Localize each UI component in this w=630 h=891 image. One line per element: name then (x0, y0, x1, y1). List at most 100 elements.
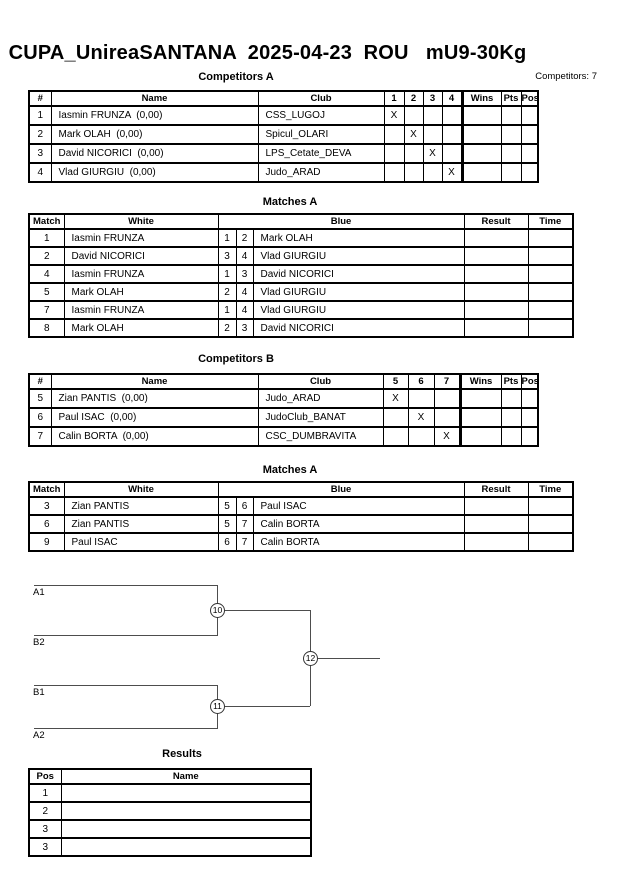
round-robin-mark (383, 162, 405, 183)
table-row: 4 Iasmin FRUNZA 1 3 David NICORICI (28, 264, 574, 284)
table-row: 3 Zian PANTIS 5 6 Paul ISAC (28, 496, 574, 516)
competitor-club: CSC_DUMBRAVITA (257, 426, 384, 447)
col-pos: Pos (520, 90, 539, 107)
round-robin-mark (441, 143, 463, 164)
time-cell (527, 514, 574, 534)
col-name: Name (50, 90, 259, 107)
white-seed: 2 (217, 282, 237, 302)
round-robin-mark: X (422, 143, 443, 164)
time-cell (527, 300, 574, 320)
blue-seed: 4 (235, 282, 254, 302)
table-row: 2 Mark OLAH (0,00) Spicul_OLARI X (28, 124, 539, 145)
result-cell (463, 282, 529, 302)
table-row: 9 Paul ISAC 6 7 Calin BORTA (28, 532, 574, 552)
bracket-node-12: 12 (303, 651, 318, 666)
result-cell (463, 532, 529, 552)
col-time: Time (527, 481, 574, 498)
col-white: White (63, 481, 219, 498)
round-robin-mark: X (383, 105, 405, 126)
blue-seed: 7 (235, 532, 254, 552)
col-white: White (63, 213, 219, 230)
blue-seed: 7 (235, 514, 254, 534)
round-robin-mark (382, 407, 409, 428)
competitor-club: Judo_ARAD (257, 388, 384, 409)
match-number: 7 (28, 300, 65, 320)
pts-cell (500, 143, 522, 164)
blue-seed: 3 (235, 318, 254, 338)
round-robin-mark (441, 124, 463, 145)
white-name: Iasmin FRUNZA (63, 228, 219, 248)
round-robin-mark: X (407, 407, 435, 428)
col-match: Match (28, 481, 65, 498)
competitor-number: 2 (28, 124, 52, 145)
pts-cell (500, 105, 522, 126)
col-7: 7 (433, 373, 461, 390)
result-name (60, 801, 312, 821)
pos-cell (520, 105, 539, 126)
col-number: # (28, 90, 52, 107)
result-pos: 3 (28, 837, 62, 857)
competitor-name: Vlad GIURGIU (0,00) (50, 162, 259, 183)
table-row: 6 Paul ISAC (0,00) JudoClub_BANAT X (28, 407, 539, 428)
bracket-node-10: 10 (210, 603, 225, 618)
white-name: Paul ISAC (63, 532, 219, 552)
time-cell (527, 228, 574, 248)
white-seed: 5 (217, 514, 237, 534)
table-row: 6 Zian PANTIS 5 7 Calin BORTA (28, 514, 574, 534)
round-robin-mark (422, 162, 443, 183)
matches-b-table: Match White Blue Result Time 3 Zian PANT… (28, 481, 575, 552)
col-pos: Pos (28, 768, 62, 785)
white-name: Mark OLAH (63, 318, 219, 338)
bracket-slot-a1: A1 (33, 587, 45, 598)
wins-cell (458, 407, 502, 428)
col-wins: Wins (458, 373, 502, 390)
pos-cell (520, 124, 539, 145)
col-wins: Wins (460, 90, 502, 107)
col-6: 6 (407, 373, 435, 390)
bracket-line-b2 (34, 635, 218, 636)
result-cell (463, 318, 529, 338)
match-number: 9 (28, 532, 65, 552)
round-robin-mark (433, 407, 461, 428)
col-pts: Pts (500, 90, 522, 107)
matches-a-table: Match White Blue Result Time 1 Iasmin FR… (28, 213, 575, 338)
col-blue: Blue (217, 481, 465, 498)
pts-cell (500, 426, 522, 447)
competitor-number: 4 (28, 162, 52, 183)
bracket-slot-b2: B2 (33, 637, 45, 648)
result-name (60, 819, 312, 839)
table-row: 3 David NICORICI (0,00) LPS_Cetate_DEVA … (28, 143, 539, 164)
blue-seed: 3 (235, 264, 254, 284)
result-cell (463, 228, 529, 248)
bracket-slot-a2: A2 (33, 730, 45, 741)
white-seed: 1 (217, 264, 237, 284)
col-4: 4 (441, 90, 463, 107)
result-cell (463, 246, 529, 266)
table-row: 5 Zian PANTIS (0,00) Judo_ARAD X (28, 388, 539, 409)
col-name: Name (50, 373, 259, 390)
col-5: 5 (382, 373, 409, 390)
round-robin-mark: X (433, 426, 461, 447)
pos-cell (520, 143, 539, 164)
competitor-club: CSS_LUGOJ (257, 105, 385, 126)
table-row: 7 Calin BORTA (0,00) CSC_DUMBRAVITA X (28, 426, 539, 447)
pos-cell (520, 162, 539, 183)
blue-name: David NICORICI (252, 318, 465, 338)
white-name: Zian PANTIS (63, 514, 219, 534)
white-name: Mark OLAH (63, 282, 219, 302)
blue-name: Vlad GIURGIU (252, 300, 465, 320)
table-row: 8 Mark OLAH 2 3 David NICORICI (28, 318, 574, 338)
col-result: Result (463, 481, 529, 498)
time-cell (527, 532, 574, 552)
blue-seed: 2 (235, 228, 254, 248)
wins-cell (460, 162, 502, 183)
bracket-slot-b1: B1 (33, 687, 45, 698)
pts-cell (500, 124, 522, 145)
wins-cell (460, 124, 502, 145)
round-robin-mark (403, 105, 424, 126)
result-pos: 1 (28, 783, 62, 803)
time-cell (527, 496, 574, 516)
table-row: 2 (28, 801, 312, 821)
results-table: Pos Name 1 2 3 3 (28, 768, 312, 857)
result-pos: 3 (28, 819, 62, 839)
